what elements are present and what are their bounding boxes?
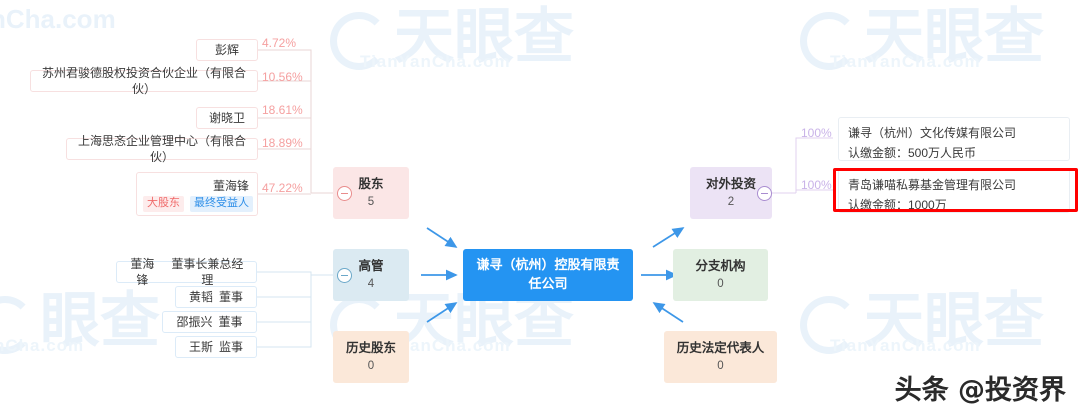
category-label: 历史法定代表人 — [676, 340, 765, 355]
executive-node-1[interactable]: 黄韬 董事 — [175, 286, 257, 308]
minus-circle-icon-outbound-investment[interactable] — [757, 186, 772, 201]
investment-name: 青岛谦喵私募基金管理有限公司 — [848, 178, 1017, 192]
category-count: 5 — [367, 196, 375, 209]
shareholder-name: 谢晓卫 — [208, 110, 245, 125]
executive-title: 董事长兼总经理 — [171, 256, 244, 287]
investment-amount: 认缴金额：1000万 — [848, 198, 947, 213]
investment-amount: 认缴金额：500万人民币 — [848, 146, 977, 161]
category-history-shareholder[interactable]: 历史股东 0 — [333, 331, 409, 383]
minus-circle-icon-shareholder[interactable] — [337, 186, 352, 201]
category-label: 分支机构 — [695, 258, 746, 273]
shareholder-name: 彭辉 — [214, 42, 239, 57]
shareholder-node-2[interactable]: 谢晓卫 — [196, 107, 258, 129]
category-label: 历史股东 — [345, 340, 396, 355]
shareholder-node-3[interactable]: 上海思忞企业管理中心（有限合伙） — [66, 134, 258, 164]
shareholder-name: 上海思忞企业管理中心（有限合伙） — [77, 133, 246, 164]
category-count: 0 — [717, 278, 724, 291]
executive-node-2[interactable]: 邵振兴 董事 — [162, 311, 257, 333]
investment-percent-1: 100% — [801, 178, 832, 192]
shareholder-node-4[interactable]: 董海锋 大股东 最终受益人 — [136, 172, 258, 216]
investment-card-1[interactable]: 青岛谦喵私募基金管理有限公司 认缴金额：1000万 — [838, 169, 1070, 213]
category-label: 股东 — [358, 176, 384, 191]
executive-title: 监事 — [219, 339, 244, 354]
shareholder-node-0[interactable]: 彭辉 — [196, 39, 258, 61]
executive-name: 王斯 — [188, 339, 213, 354]
category-label: 高管 — [358, 258, 384, 273]
shareholder-percent-0: 4.72% — [262, 36, 297, 50]
executive-title: 董事 — [219, 289, 244, 304]
executive-name: 邵振兴 — [176, 314, 213, 329]
executive-node-3[interactable]: 王斯 监事 — [175, 336, 257, 358]
shareholder-node-1[interactable]: 苏州君骏德股权投资合伙企业（有限合伙） — [30, 66, 258, 96]
status-badge-major-shareholder: 大股东 — [143, 196, 184, 212]
category-count: 0 — [367, 360, 375, 373]
executive-title: 董事 — [218, 314, 243, 329]
shareholder-name: 苏州君骏德股权投资合伙企业（有限合伙） — [41, 65, 246, 96]
category-history-legal-representative[interactable]: 历史法定代表人 0 — [664, 331, 777, 383]
minus-circle-icon-executive[interactable] — [337, 268, 352, 283]
executive-name: 黄韬 — [188, 289, 213, 304]
shareholder-badges: 大股东 最终受益人 — [143, 196, 253, 212]
shareholder-percent-2: 18.61% — [262, 103, 303, 117]
center-company-name: 谦寻（杭州）控股有限责任公司 — [476, 257, 620, 291]
shareholder-percent-1: 10.56% — [262, 70, 303, 84]
executive-name: 董海锋 — [130, 256, 155, 287]
investment-percent-0: 100% — [801, 126, 832, 140]
investment-name: 谦寻（杭州）文化传媒有限公司 — [848, 126, 1017, 140]
category-count: 4 — [367, 278, 375, 291]
shareholder-percent-3: 18.89% — [262, 136, 303, 150]
executive-node-0[interactable]: 董海锋 董事长兼总经理 — [116, 257, 257, 287]
investment-card-0[interactable]: 谦寻（杭州）文化传媒有限公司 认缴金额：500万人民币 — [838, 117, 1070, 161]
category-label: 对外投资 — [705, 176, 756, 191]
status-badge-beneficiary: 最终受益人 — [190, 196, 253, 212]
shareholder-percent-4: 47.22% — [262, 181, 303, 195]
publisher-logo: 头条 @投资界 — [894, 375, 1066, 406]
center-company-node[interactable]: 谦寻（杭州）控股有限责任公司 — [463, 249, 633, 301]
category-count: 0 — [717, 360, 724, 373]
shareholder-name: 董海锋 — [212, 179, 249, 193]
category-branch[interactable]: 分支机构 0 — [673, 249, 768, 301]
category-count: 2 — [727, 196, 735, 209]
